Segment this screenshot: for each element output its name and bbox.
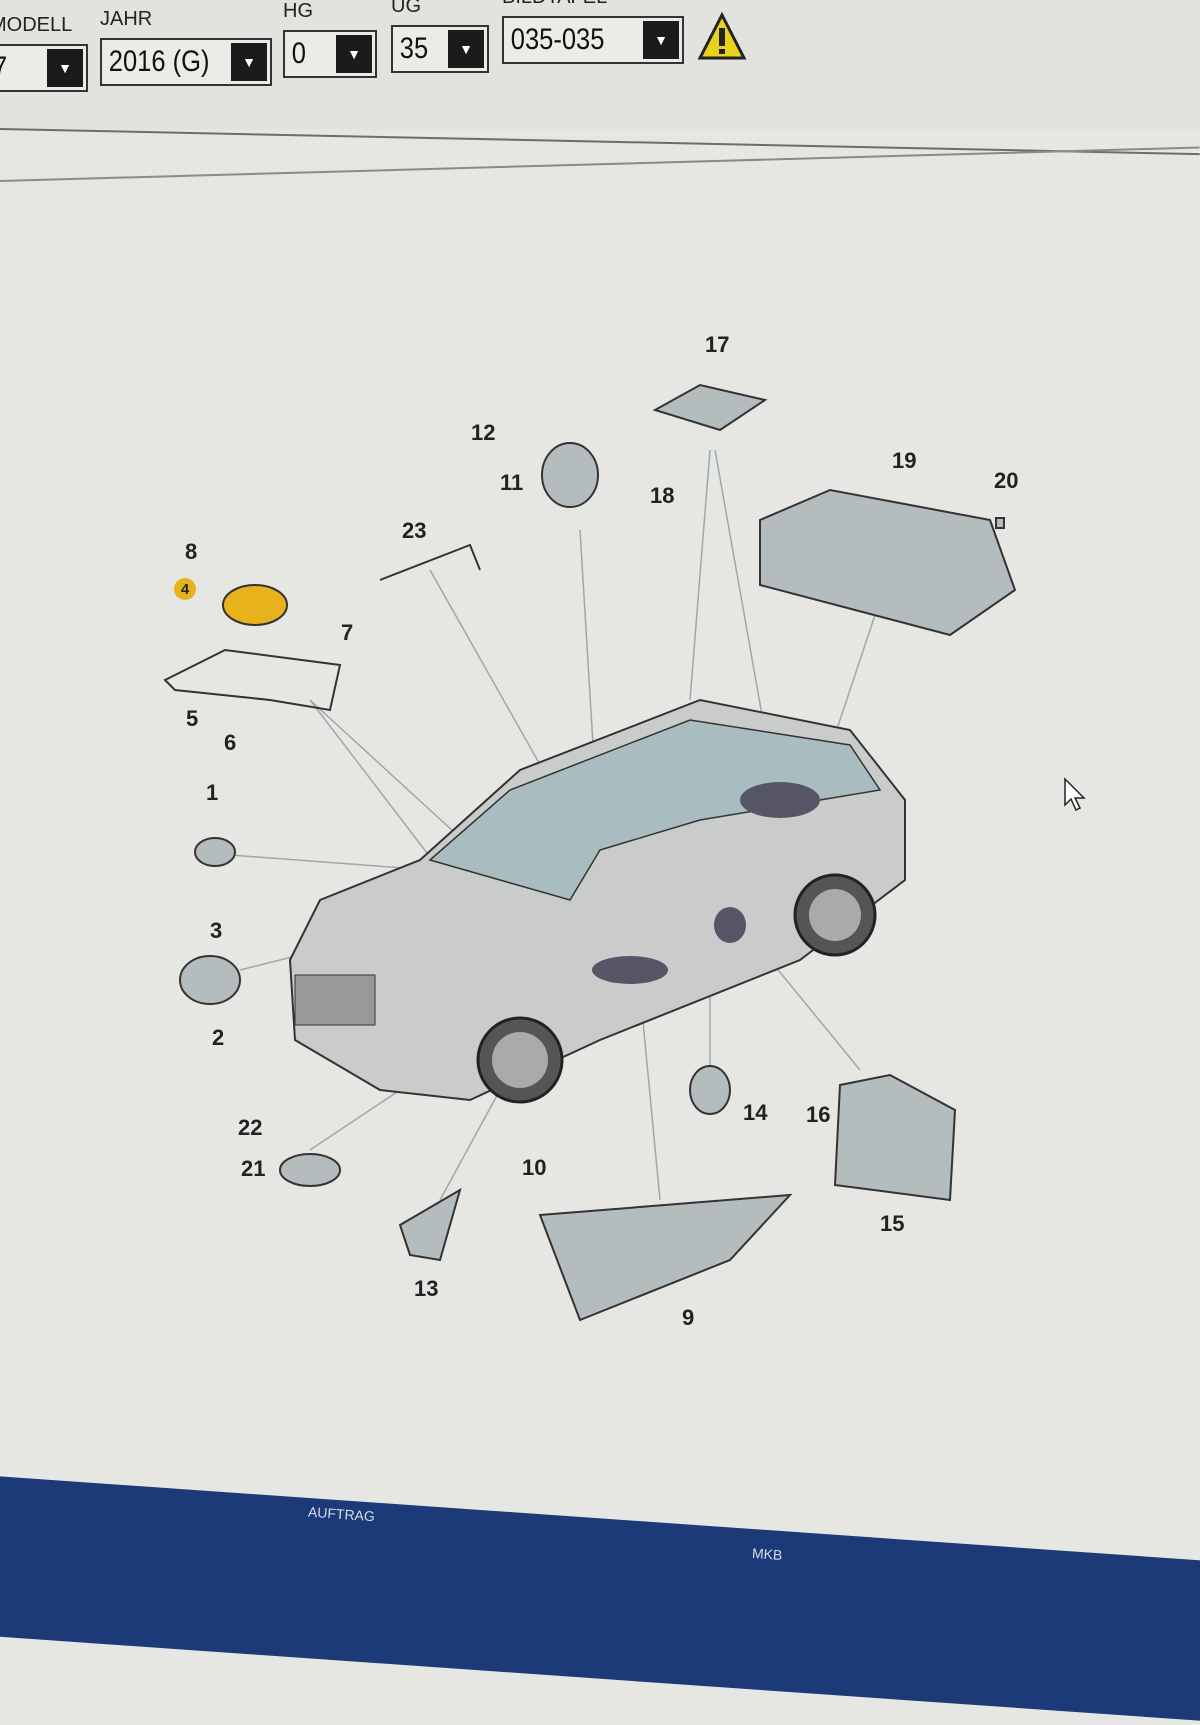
- callout-10[interactable]: 10: [522, 1155, 547, 1180]
- hg-value: 0: [291, 37, 306, 70]
- callout-9[interactable]: 9: [682, 1305, 695, 1330]
- callout-18[interactable]: 18: [650, 483, 675, 508]
- year-label: JAHR: [100, 8, 153, 30]
- callout-5[interactable]: 5: [186, 706, 199, 731]
- callout-4[interactable]: 4: [174, 578, 196, 600]
- chevron-down-icon[interactable]: ▼: [448, 30, 484, 68]
- callout-12[interactable]: 12: [471, 420, 496, 445]
- ug-value: 35: [399, 32, 429, 65]
- chevron-down-icon[interactable]: ▼: [643, 21, 679, 59]
- model-value: 7: [0, 51, 31, 85]
- bottom-navigation-bar: [0, 1475, 1200, 1725]
- callout-11[interactable]: 11: [500, 470, 524, 495]
- callout-8[interactable]: 8: [185, 539, 198, 564]
- callout-2[interactable]: 2: [212, 1025, 225, 1050]
- callout-7[interactable]: 7: [341, 620, 354, 645]
- callout-14[interactable]: 14: [743, 1100, 768, 1125]
- callout-19[interactable]: 19: [892, 448, 917, 473]
- chevron-down-icon[interactable]: ▼: [47, 49, 83, 87]
- callout-6[interactable]: 6: [224, 730, 237, 755]
- hg-label: HG: [283, 0, 313, 22]
- callout-23[interactable]: 23: [402, 518, 427, 543]
- car-illustration: [163, 383, 1017, 1322]
- bildtafel-label: BILDTAFEL: [502, 0, 607, 9]
- year-value: 2016 (G): [108, 45, 210, 78]
- mouse-cursor-icon: [1063, 777, 1089, 818]
- parts-diagram: 1 2 3 4 5 6 7 8 9 10 11 12 13 14 15 16 1…: [0, 190, 1200, 1470]
- bildtafel-value: 035-035: [510, 23, 605, 56]
- parts: [163, 383, 1017, 1322]
- ug-label: UG: [391, 0, 421, 17]
- callout-13[interactable]: 13: [414, 1276, 439, 1301]
- callout-22[interactable]: 22: [238, 1115, 263, 1140]
- chevron-down-icon[interactable]: ▼: [336, 35, 372, 73]
- model-label: MODELL: [0, 14, 73, 36]
- car-body: [288, 698, 906, 1104]
- selection-toolbar: MODELL 7 ▼ JAHR 2016 (G) ▼ HG 0 ▼ UG 35 ▼ BI…: [0, 0, 1200, 130]
- divider: [0, 146, 1200, 182]
- callout-15[interactable]: 15: [880, 1211, 905, 1236]
- chevron-down-icon[interactable]: ▼: [231, 43, 267, 81]
- callout-20[interactable]: 20: [994, 468, 1019, 493]
- callout-1[interactable]: 1: [206, 780, 219, 805]
- callout-16[interactable]: 16: [806, 1102, 831, 1127]
- callout-21[interactable]: 21: [241, 1156, 266, 1181]
- tab-mkb[interactable]: MKB: [751, 1544, 783, 1564]
- callout-17[interactable]: 17: [705, 332, 730, 357]
- warning-triangle-icon[interactable]: [697, 11, 747, 67]
- callout-3[interactable]: 3: [210, 918, 223, 943]
